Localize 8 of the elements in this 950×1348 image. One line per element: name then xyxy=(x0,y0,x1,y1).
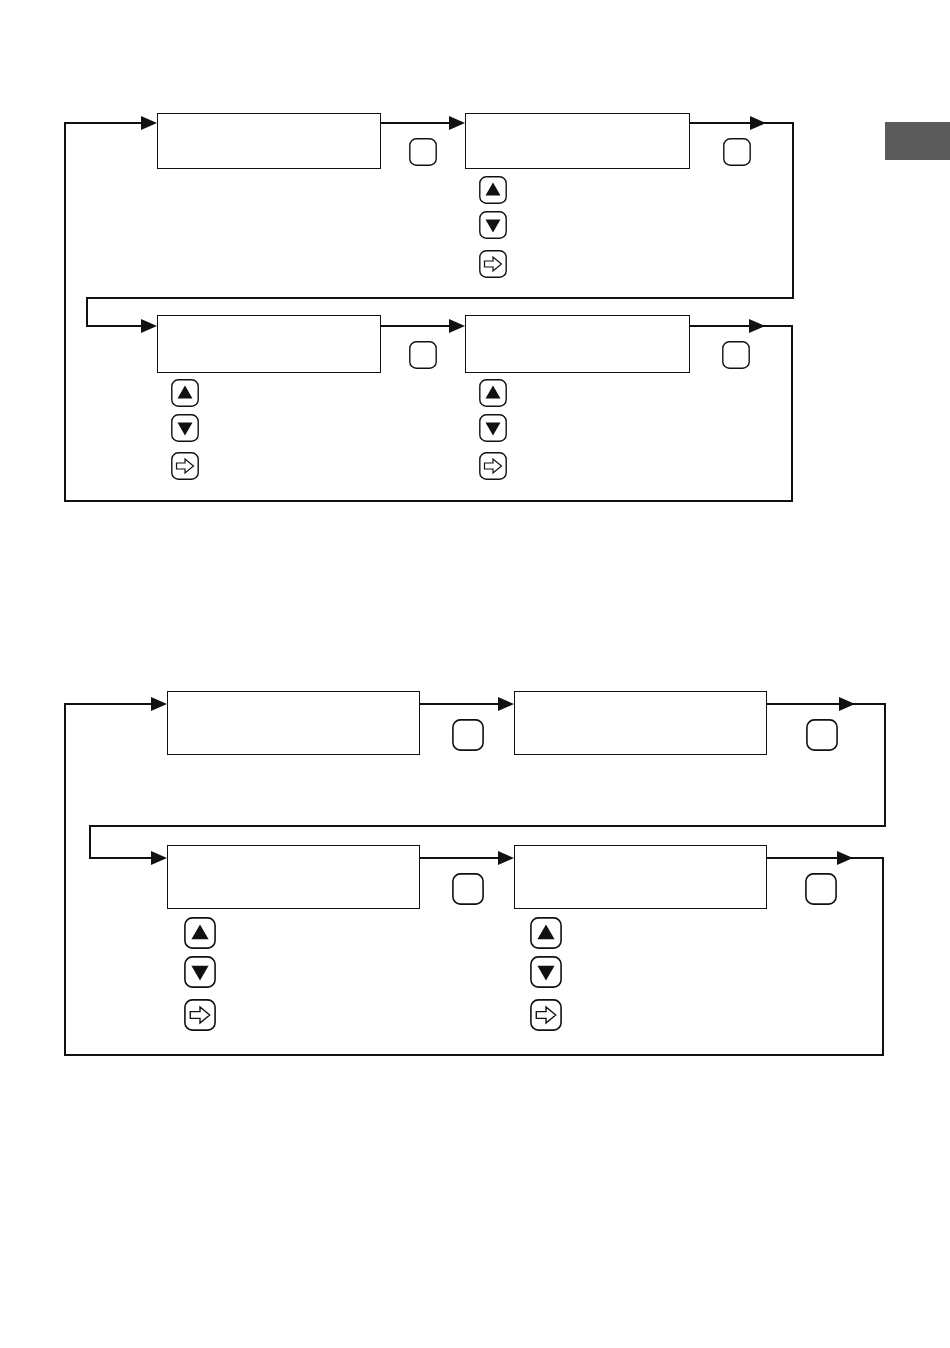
blank-box xyxy=(514,691,767,755)
arrow xyxy=(419,697,514,711)
arrow xyxy=(419,851,514,865)
return-arrow xyxy=(64,697,884,1056)
blank-box xyxy=(514,845,767,909)
blank-box xyxy=(167,691,420,755)
blank-box xyxy=(167,845,420,909)
return-arrow xyxy=(89,697,886,865)
